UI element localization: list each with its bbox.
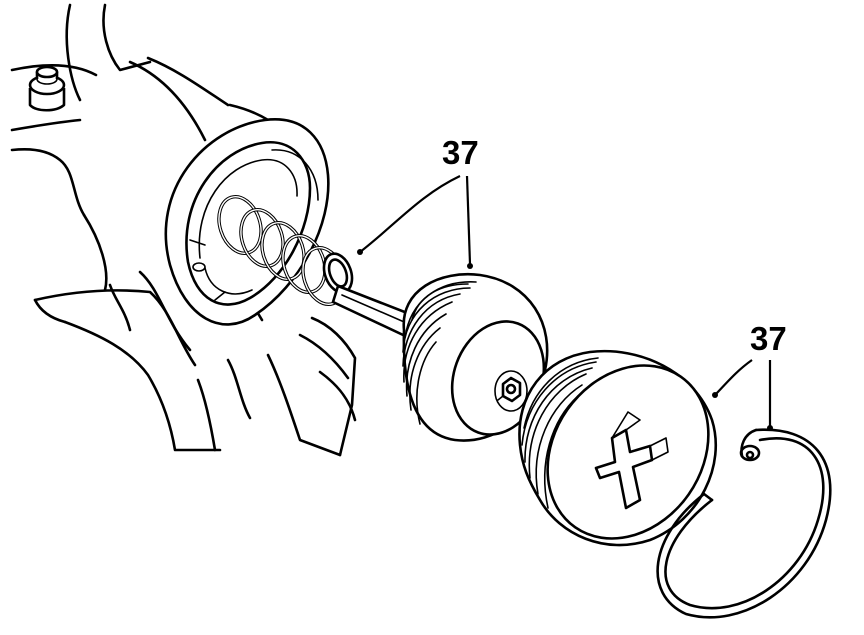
leader-line [359,175,461,253]
leader-dot [712,392,718,398]
leader-dot [467,263,473,269]
snap-ring [656,428,832,619]
piston [402,272,549,442]
spring [217,195,347,306]
leader-dot [357,249,363,255]
bolt-head [28,65,66,112]
leader-dot [767,425,773,431]
leader-line [714,359,753,396]
housing-bore [164,118,330,326]
callout-label-top: 37 [442,134,479,171]
callout-label-right: 37 [750,320,787,357]
callout-leaders [357,175,773,431]
housing [10,3,357,457]
leader-line [465,175,472,265]
end-cap [518,349,717,547]
